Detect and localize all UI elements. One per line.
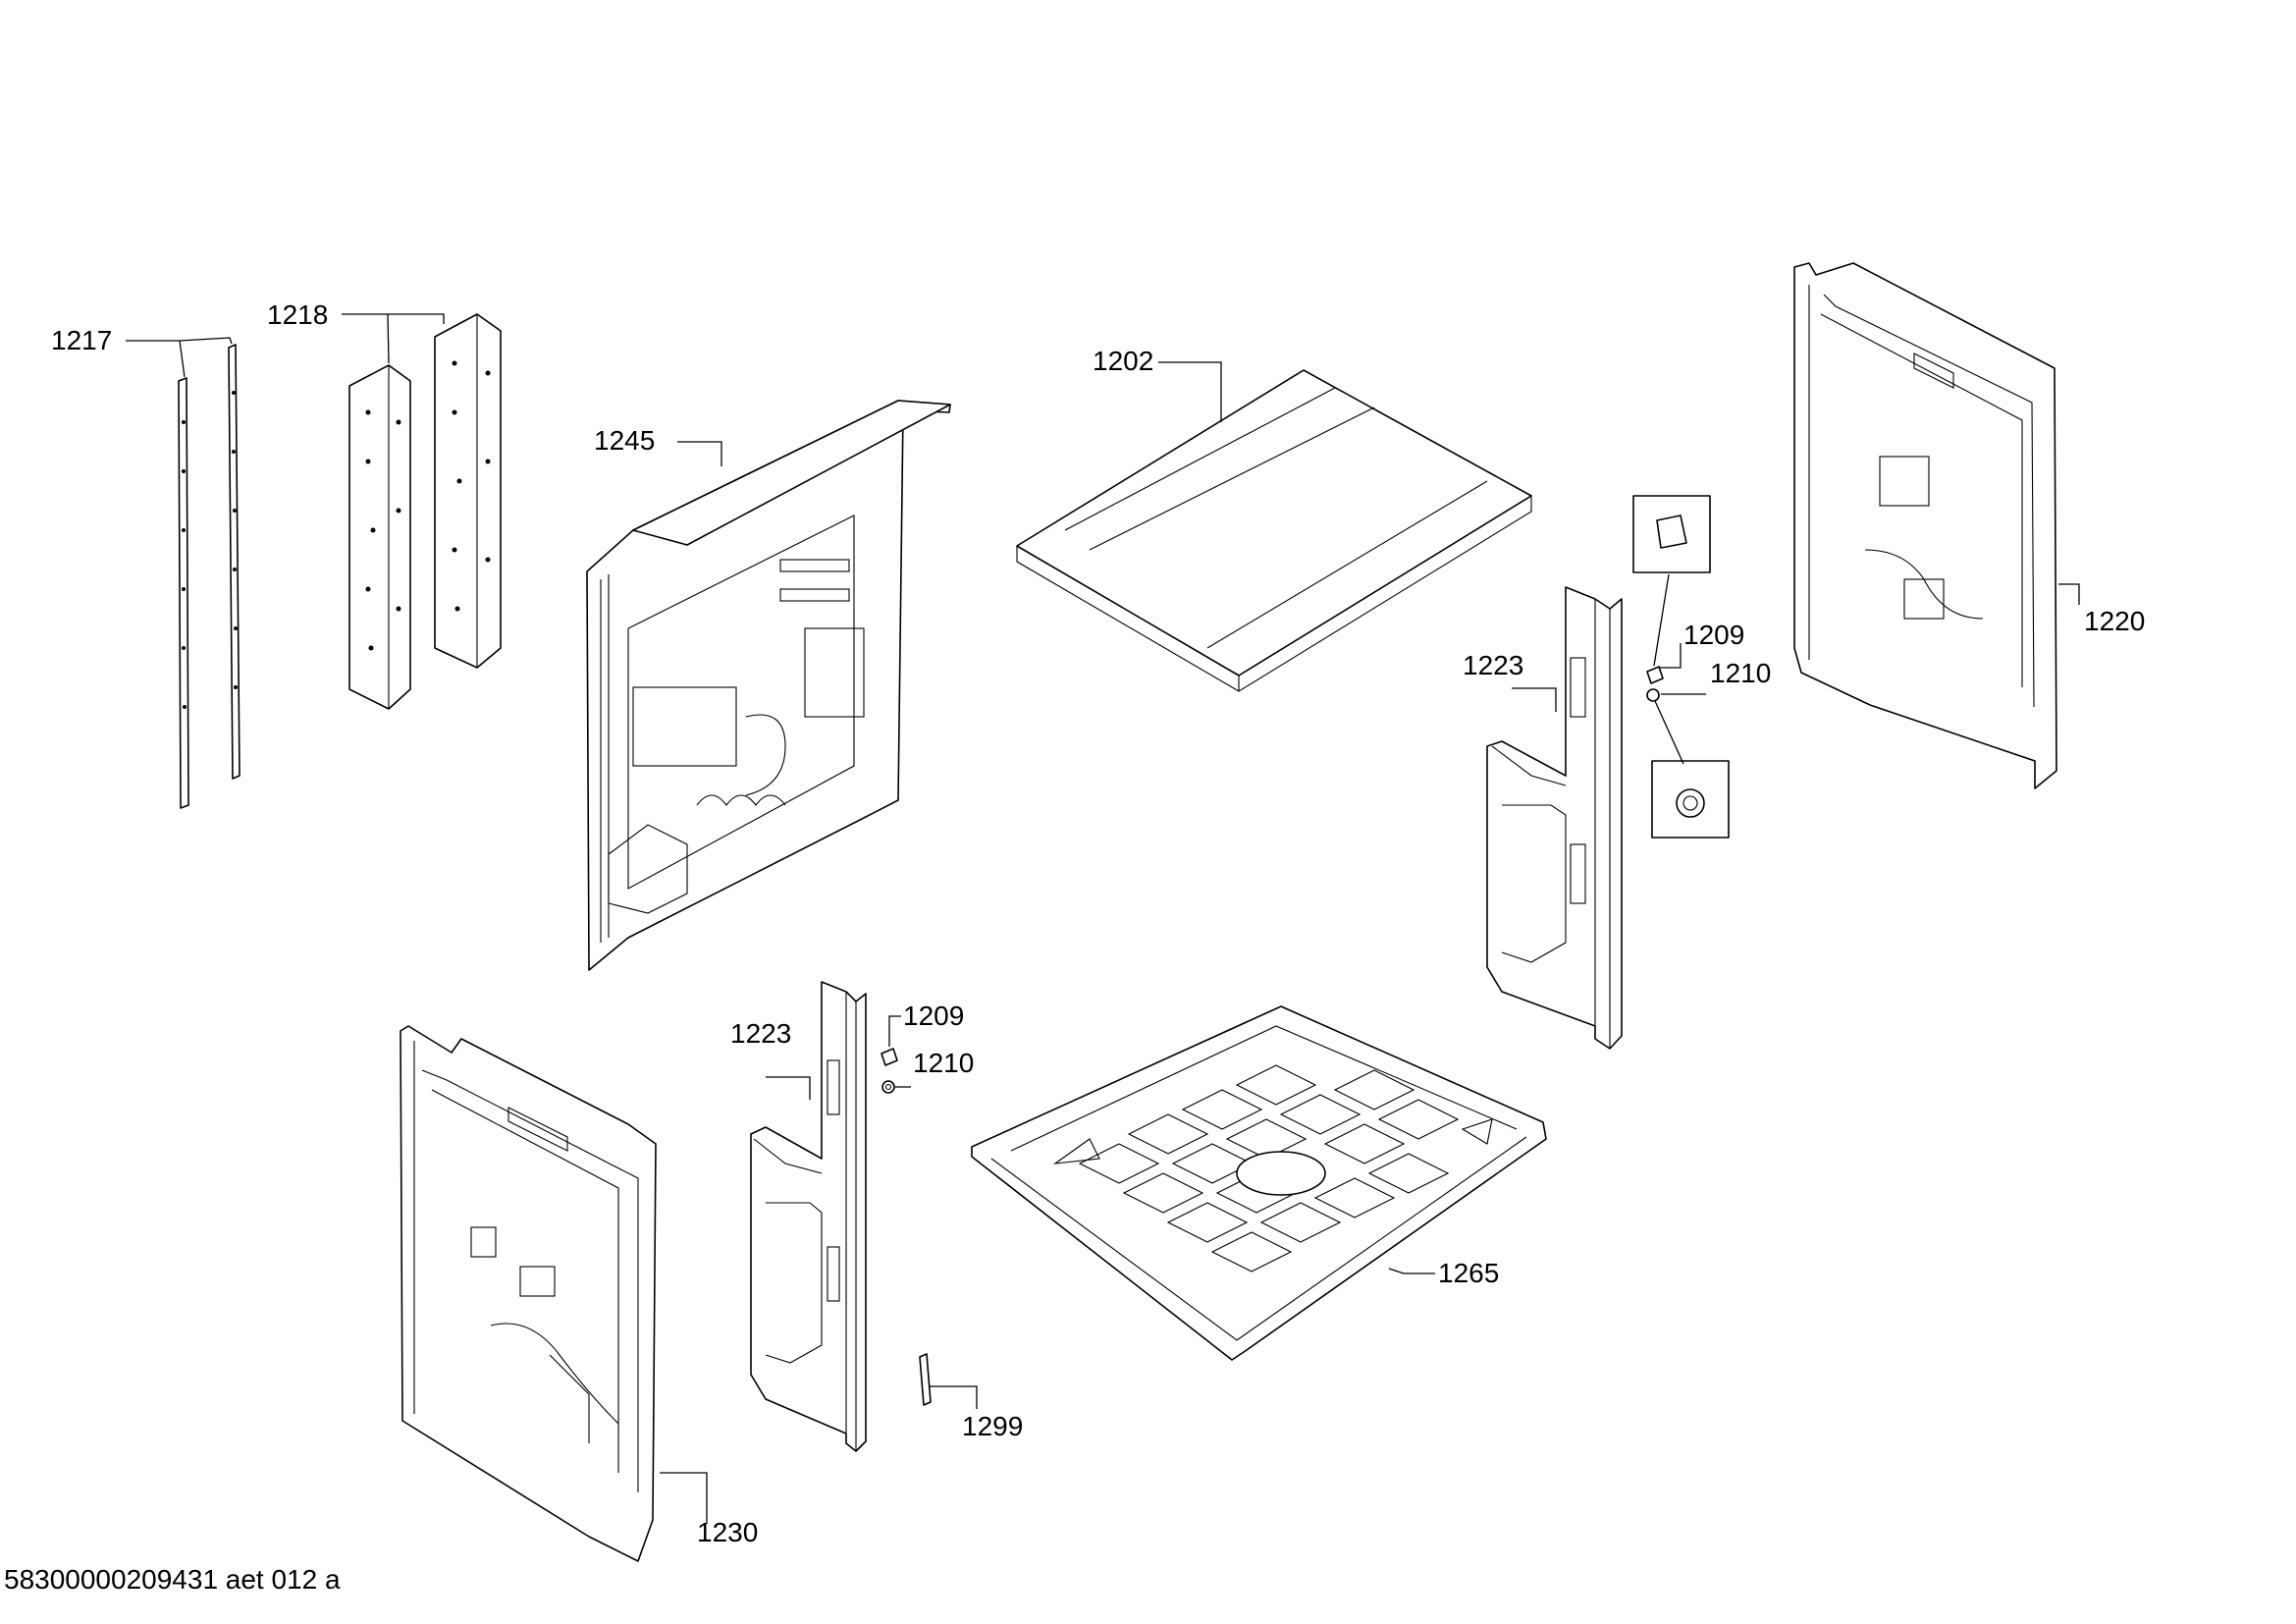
- leader-1299: [929, 1385, 978, 1409]
- leader-1217: [126, 340, 186, 378]
- leader-1220: [2058, 583, 2080, 605]
- part-1217-rails: [178, 344, 240, 809]
- label-1218: 1218: [267, 299, 328, 330]
- label-1202: 1202: [1093, 346, 1153, 376]
- part-1223-top-rail: [1486, 586, 1623, 1050]
- label-1210-top: 1210: [1710, 658, 1771, 688]
- part-1265-base-tray: [971, 1005, 1547, 1361]
- part-1210-nut-top: [1646, 688, 1730, 839]
- label-1265: 1265: [1438, 1258, 1499, 1288]
- part-1202-top-plate: [1016, 369, 1532, 692]
- leader-1202: [1158, 361, 1222, 422]
- part-1210-nut-bottom: [881, 1080, 895, 1094]
- label-1217: 1217: [51, 325, 112, 355]
- leader-1209-top: [1659, 643, 1682, 669]
- leader-1230: [660, 1472, 708, 1524]
- label-1209-top: 1209: [1683, 620, 1744, 650]
- part-1209-clip-top: [1632, 495, 1711, 684]
- leader-1218b: [387, 313, 390, 364]
- label-1230: 1230: [697, 1517, 758, 1547]
- leader-1218: [342, 313, 445, 324]
- leader-1245: [677, 441, 722, 466]
- part-1220-side-panel: [1793, 262, 2057, 789]
- label-1245: 1245: [594, 425, 655, 456]
- leader-1265: [1388, 1268, 1435, 1274]
- leader-1217b: [179, 337, 233, 345]
- leader-1223-bottom: [766, 1076, 811, 1100]
- label-1209-bottom: 1209: [903, 1001, 964, 1031]
- label-1210-bottom: 1210: [913, 1048, 974, 1078]
- part-1209-clip-bottom: [881, 1048, 898, 1066]
- document-id: 58300000209431 aet 012 a: [4, 1564, 341, 1595]
- part-1218-brackets: [348, 313, 502, 710]
- leader-1223-top: [1512, 687, 1557, 712]
- leader-1209-bottom: [888, 1015, 901, 1047]
- label-1220: 1220: [2084, 606, 2145, 636]
- label-1223-top: 1223: [1463, 650, 1523, 680]
- label-1299: 1299: [962, 1411, 1023, 1441]
- part-1230-side-panel: [400, 1025, 657, 1562]
- part-1245-rear-panel: [586, 400, 951, 971]
- label-1223-bottom: 1223: [730, 1018, 791, 1049]
- part-1223-bottom-rail: [750, 981, 867, 1452]
- part-1299-strip: [919, 1353, 932, 1406]
